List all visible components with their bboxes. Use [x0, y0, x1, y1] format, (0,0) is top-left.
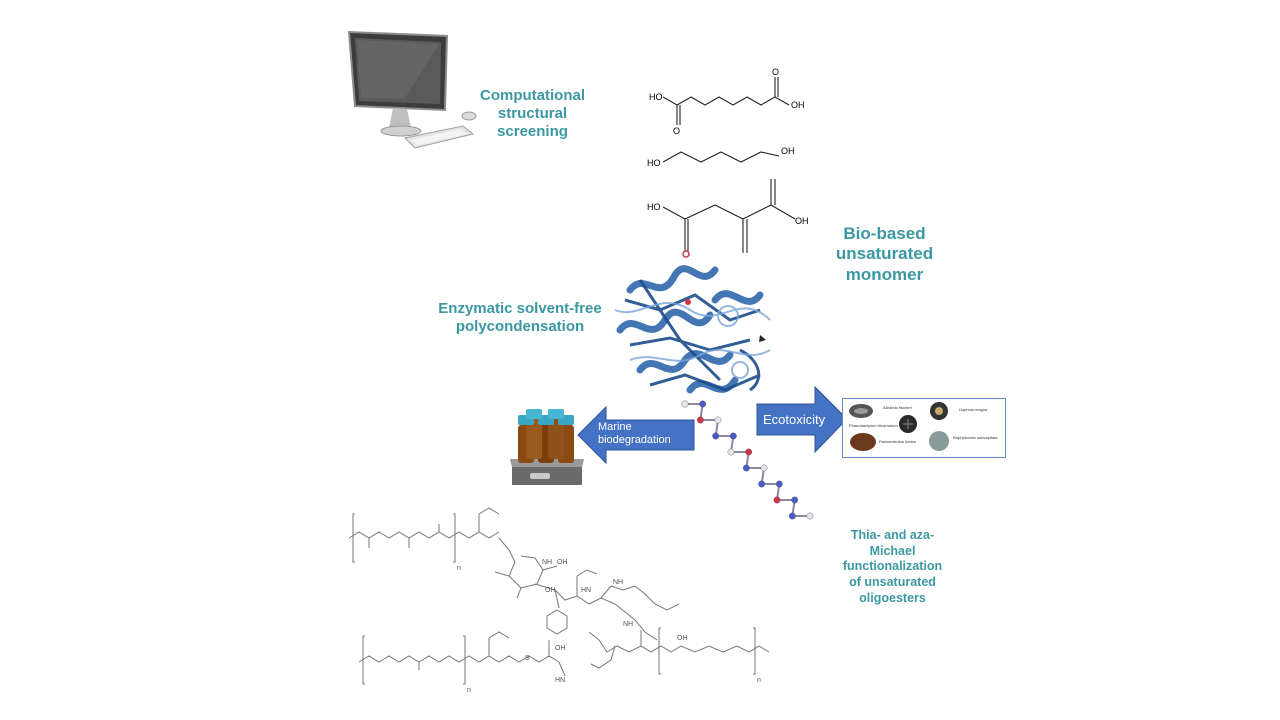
- chain-atom: [729, 432, 737, 440]
- chain-atom: [758, 480, 766, 488]
- chem-nh: NH: [623, 621, 633, 628]
- label-line: oligoesters: [859, 590, 926, 605]
- chem-hn: HN: [555, 677, 565, 684]
- chem-nh: NH: [542, 559, 552, 566]
- chain-atom: [791, 496, 799, 504]
- chain-atom: [727, 448, 735, 456]
- enzyme-protein-structure: [614, 250, 771, 394]
- label-line: Thia- and aza-: [850, 528, 935, 542]
- chem-oh: OH: [781, 146, 795, 156]
- functionalized-oligoester-structures: NH OH OH HN NH NH S OH HN OH n n n: [348, 507, 770, 694]
- chain-atom: [775, 480, 783, 488]
- marine-biodegradation-arrow: Marine biodegradation: [577, 405, 695, 465]
- chem-o: O: [772, 67, 779, 77]
- chem-oh: OH: [557, 559, 568, 566]
- chem-oh: OH: [677, 635, 688, 642]
- chem-oh: OH: [555, 645, 566, 652]
- marine-label: Marine: [598, 421, 632, 433]
- label-line: functionalization: [842, 559, 943, 574]
- thia-aza-michael-label: Thia- and aza- Michael functionalization…: [825, 528, 960, 606]
- chem-ho: HO: [647, 158, 661, 168]
- biodegradation-bottles: [510, 409, 584, 485]
- butanediol-structure: HO OH: [647, 146, 795, 168]
- organism-daphnia: Daphnia magna: [959, 407, 988, 412]
- label-line: Computational: [480, 87, 585, 104]
- label-line: structural: [497, 105, 568, 122]
- itaconic-acid-structure: HO OH: [647, 179, 809, 253]
- chain-atom: [714, 416, 722, 424]
- chain-atom: [742, 464, 750, 472]
- chem-o: O: [673, 126, 680, 136]
- biodegradation-label: biodegradation: [598, 434, 671, 447]
- organism-paracentrotus: Paracentrotus lividus: [879, 439, 916, 444]
- chem-hn: HN: [581, 587, 591, 594]
- label-line: unsaturated: [835, 244, 934, 264]
- label-line: Enzymatic solvent-free: [438, 300, 602, 317]
- label-line: polycondensation: [455, 318, 585, 335]
- chain-atom: [773, 496, 781, 504]
- chem-oh: OH: [795, 216, 809, 226]
- chem-ho: HO: [649, 92, 663, 102]
- organism-aliivibrio: Aliivibrio fischeri: [883, 405, 912, 410]
- oligoester-chain: [681, 400, 814, 520]
- organism-raphidocelis: Raphidocelis subcapitata: [953, 435, 998, 440]
- chem-n: n: [467, 687, 471, 694]
- chain-atom: [712, 432, 720, 440]
- label-line: of unsaturated: [849, 574, 936, 589]
- enzymatic-polycondensation-label: Enzymatic solvent-free polycondensation: [420, 300, 620, 336]
- computer-illustration: [345, 28, 480, 158]
- chem-oh: OH: [791, 100, 805, 110]
- label-line: screening: [497, 123, 568, 140]
- label-line: monomer: [845, 264, 924, 284]
- ecotoxicity-arrow: Ecotoxicity: [756, 385, 848, 454]
- chain-atom: [681, 400, 689, 408]
- chain-atom: [788, 512, 796, 520]
- chain-atom: [760, 464, 768, 472]
- chain-atom: [699, 400, 707, 408]
- adipic-acid-structure: HO O O OH: [649, 67, 805, 136]
- chain-atom: [696, 416, 704, 424]
- chain-atoms: [681, 400, 814, 520]
- chain-atom: [745, 448, 753, 456]
- computational-screening-label: Computational structural screening: [470, 87, 595, 141]
- label-line: Michael: [869, 543, 916, 558]
- biobased-monomer-label: Bio-based unsaturated monomer: [822, 224, 947, 285]
- label-line: Bio-based: [843, 224, 926, 243]
- chem-oh: OH: [545, 587, 556, 594]
- chem-n: n: [757, 677, 761, 684]
- organism-phaeodactylum: Phaeodactylum tricornutum: [849, 423, 898, 428]
- chem-ho: HO: [647, 202, 661, 212]
- chem-n: n: [457, 565, 461, 572]
- chem-s: S: [525, 655, 530, 662]
- organism-panel: Aliivibrio fischeri Daphnia magna Phaeod…: [842, 398, 1006, 458]
- chain-atom: [806, 512, 814, 520]
- chem-nh: NH: [613, 579, 623, 586]
- ecotoxicity-label: Ecotoxicity: [763, 412, 826, 427]
